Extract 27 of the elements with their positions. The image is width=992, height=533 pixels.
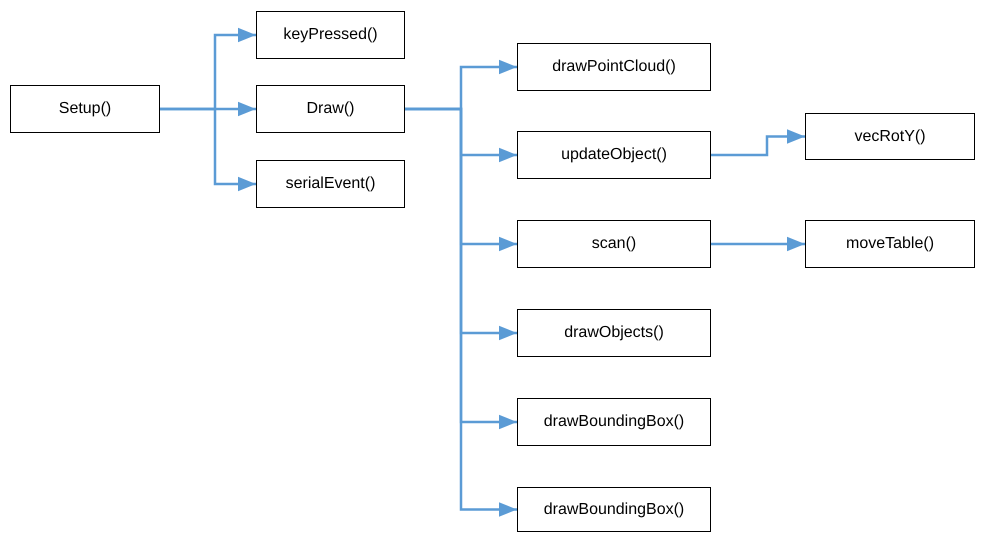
function-name: drawBoundingBox()	[544, 500, 684, 518]
function-box	[517, 309, 711, 357]
function-name: vecRotY()	[854, 128, 926, 146]
function-box	[517, 43, 711, 91]
function-box	[805, 113, 975, 160]
function-name: drawObjects()	[564, 324, 664, 342]
arrow	[711, 236, 805, 252]
function-box	[517, 131, 711, 179]
function-name: Draw()	[306, 100, 354, 118]
function-name: serialEvent()	[286, 175, 376, 193]
function-name: Setup()	[58, 100, 112, 118]
function-box	[517, 487, 711, 532]
arrow	[160, 108, 256, 192]
function-box	[10, 85, 160, 133]
function-box	[256, 85, 405, 133]
function-name: moveTable()	[846, 235, 934, 253]
function-name: updateObject()	[561, 146, 667, 164]
function-box	[256, 160, 405, 208]
function-name: scan()	[592, 235, 636, 253]
function-box	[517, 398, 711, 446]
function-name: drawPointCloud()	[552, 58, 676, 76]
function-box	[256, 11, 405, 59]
function-box	[805, 220, 975, 268]
function-name: drawBoundingBox()	[544, 413, 684, 431]
function-box	[517, 220, 711, 268]
function-name: keyPressed()	[283, 26, 378, 44]
arrow	[711, 129, 805, 156]
